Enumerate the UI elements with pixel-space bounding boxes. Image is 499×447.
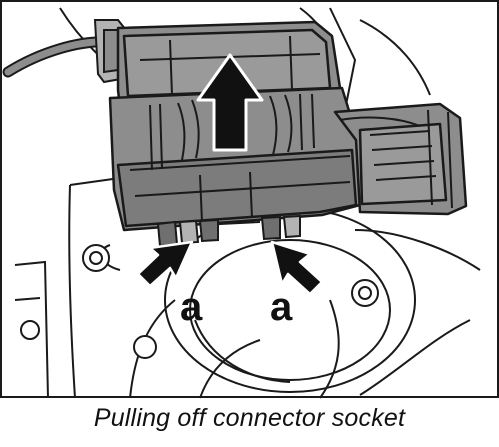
connector-side-slots	[339, 109, 453, 209]
arrow-pointer-icon	[136, 240, 324, 296]
connector-removal-diagram: a a	[0, 0, 499, 399]
right-release-arrow	[270, 240, 324, 296]
callout-label-a-left: a	[180, 285, 203, 329]
callout-label-a-right: a	[270, 285, 293, 329]
left-release-arrow	[136, 240, 194, 288]
arrow-up-icon	[196, 53, 264, 152]
figure-caption: Pulling off connector socket	[93, 404, 406, 432]
connector-latch-ribs	[129, 35, 351, 223]
round-mount-boss	[164, 207, 416, 393]
mounting-bolts	[20, 244, 379, 359]
